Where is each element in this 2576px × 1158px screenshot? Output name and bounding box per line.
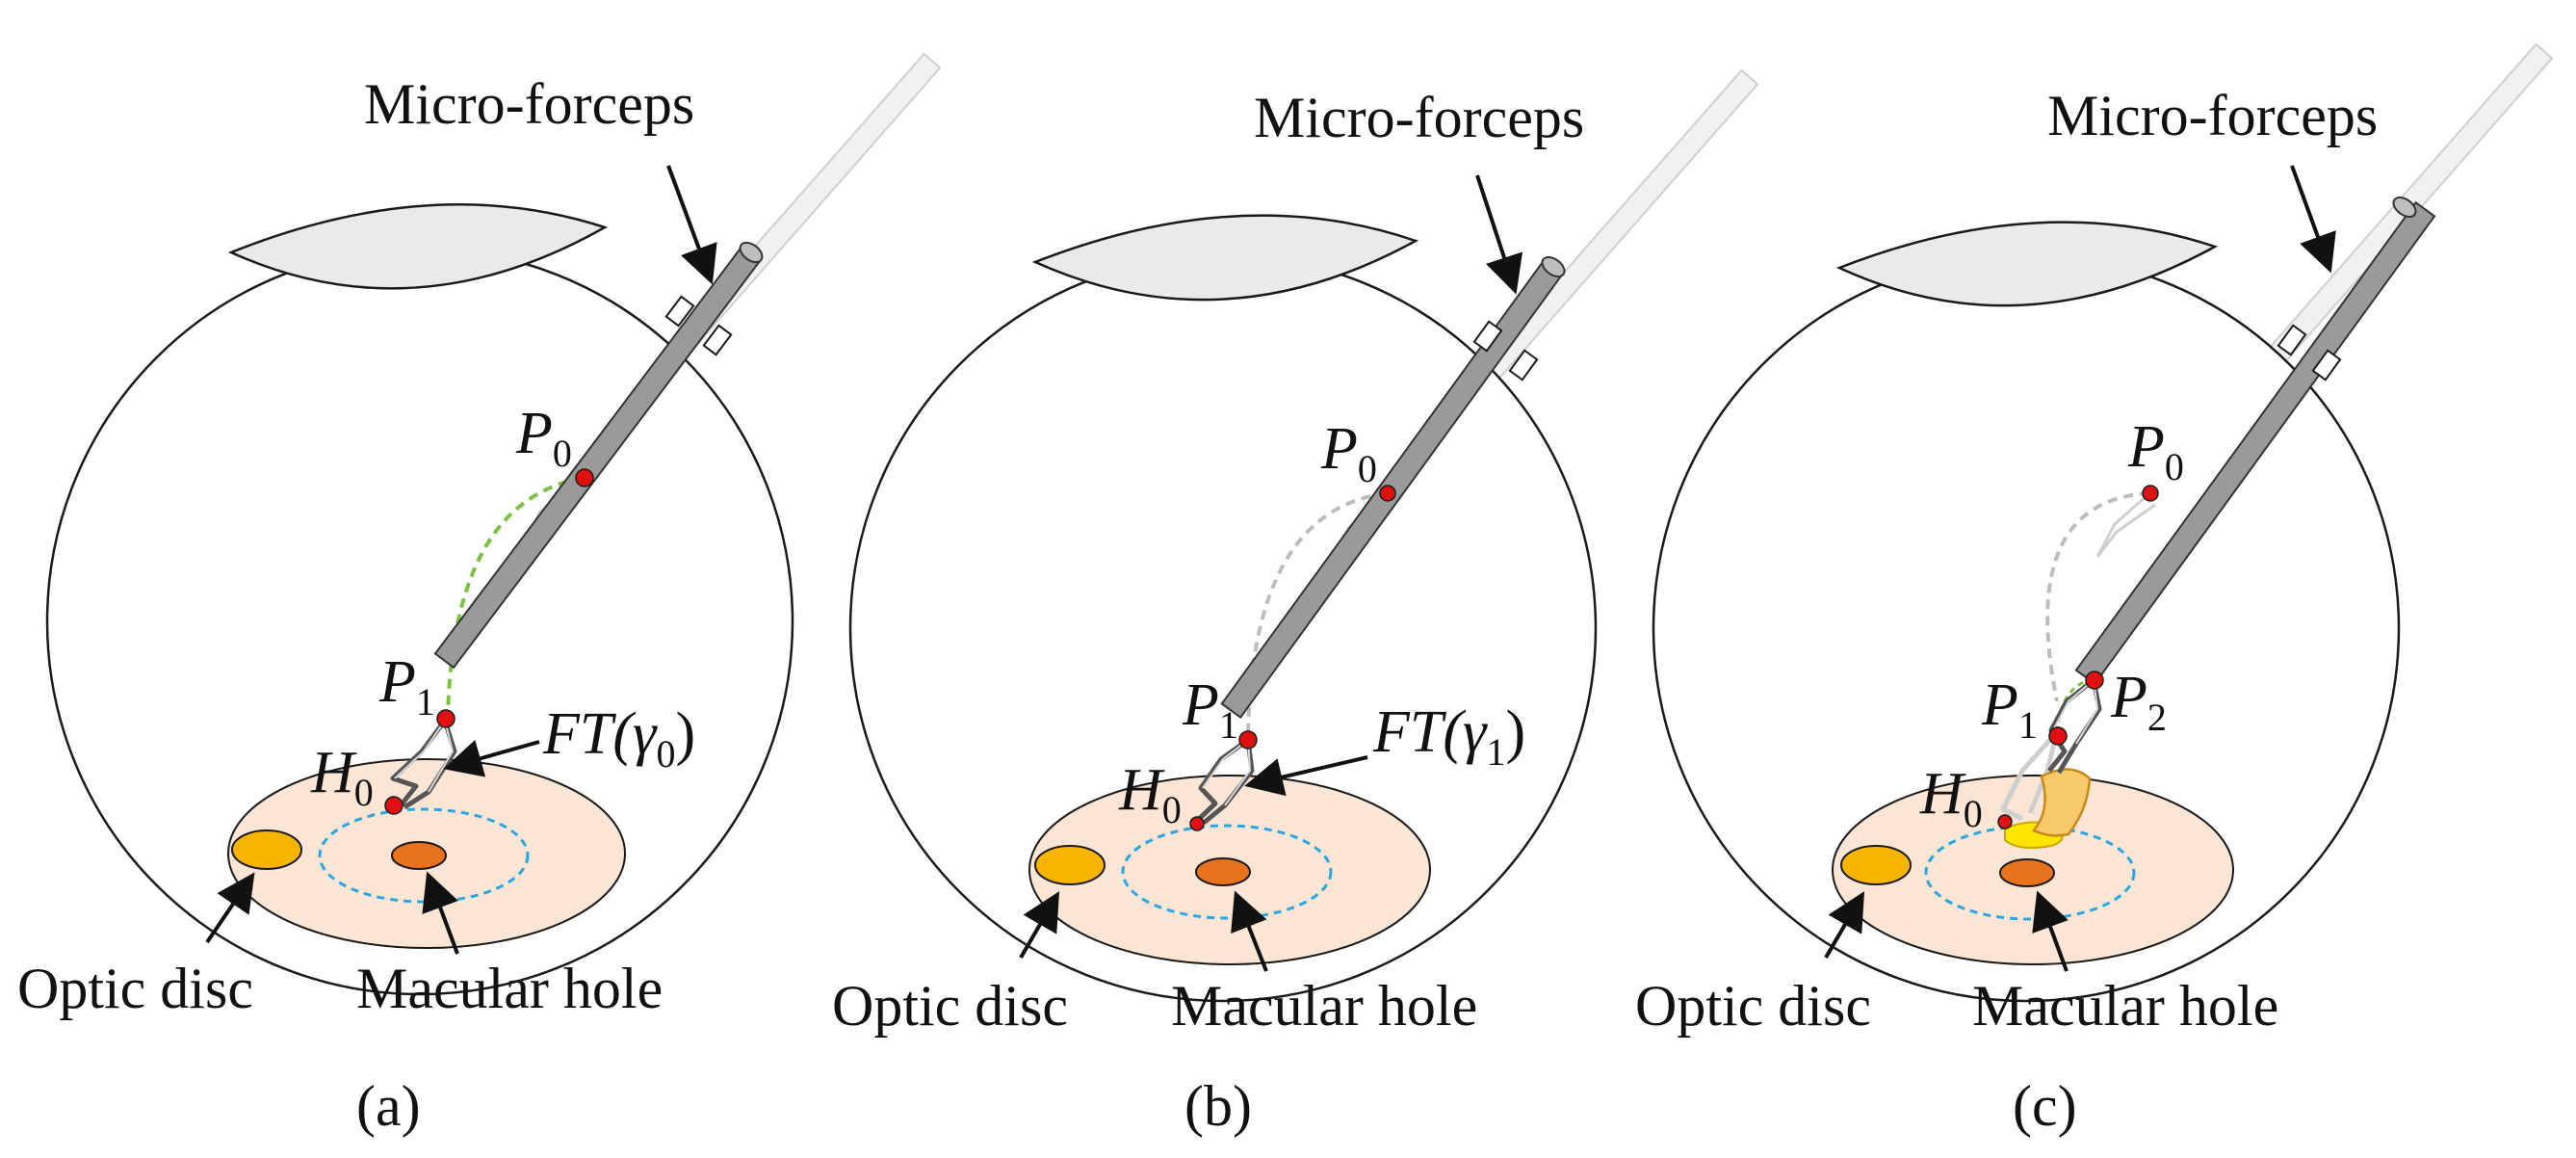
ghost-forceps-tip — [2095, 493, 2156, 558]
label-ft: FT(γ1) — [1372, 699, 1525, 774]
arrow-ft — [443, 740, 540, 777]
arrow-macular-hole — [422, 871, 459, 955]
point-h0 — [1997, 814, 2013, 829]
arrow-micro-forceps — [1475, 174, 1523, 295]
arrow-micro-forceps — [666, 165, 717, 285]
point-h0 — [1189, 816, 1205, 831]
label-h0: H0 — [1118, 757, 1182, 831]
label-p0: P0 — [1320, 416, 1377, 490]
membrane-flap — [2032, 768, 2092, 837]
label-p1: P1 — [1182, 672, 1238, 747]
caption: (b) — [1184, 1074, 1252, 1138]
point-p0 — [1379, 485, 1396, 502]
label-optic-disc: Optic disc — [17, 957, 253, 1020]
optic-disc — [231, 829, 302, 870]
optic-disc — [1840, 845, 1912, 885]
macular-hole — [1195, 857, 1251, 886]
arrow-macular-hole — [2032, 890, 2069, 972]
label-macular-hole: Macular hole — [1171, 974, 1477, 1038]
trocar-upper — [664, 295, 695, 328]
point-p1 — [1238, 730, 1258, 750]
label-optic-disc: Optic disc — [832, 974, 1068, 1038]
trocar-upper — [2277, 324, 2307, 356]
arrow-optic-disc — [1019, 891, 1060, 960]
arrow-optic-disc — [205, 872, 255, 944]
point-p1 — [2048, 726, 2068, 746]
label-p0: P0 — [2127, 414, 2184, 488]
forceps-shaft-end — [2392, 196, 2417, 219]
label-p1: P1 — [1981, 672, 2038, 747]
label-optic-disc: Optic disc — [1635, 974, 1871, 1038]
label-p0: P0 — [515, 401, 572, 475]
label-ft: FT(γ0) — [542, 701, 695, 776]
forceps-shaft-end — [739, 241, 764, 264]
cornea — [1835, 221, 2219, 307]
macular-hole — [391, 841, 447, 870]
point-p0 — [2142, 485, 2159, 502]
arrow-micro-forceps — [2290, 165, 2336, 274]
cornea — [1031, 214, 1419, 302]
forceps-shaft-end — [1541, 255, 1566, 278]
trocar-lower — [1508, 349, 1539, 382]
panel-c: Micro-forceps Optic disc Macular hole (c… — [1635, 42, 2554, 1138]
point-p1 — [436, 709, 455, 728]
trocar-upper — [1472, 320, 1503, 353]
ghost-forceps-jaws — [2000, 730, 2060, 822]
label-macular-hole: Macular hole — [1972, 974, 2278, 1038]
trajectory-p1-p2 — [2055, 678, 2091, 733]
panel-a: Micro-forceps Optic disc Macular hole (a… — [17, 52, 942, 1138]
label-p2: P2 — [2110, 665, 2167, 739]
forceps-shaft — [2074, 200, 2436, 686]
arrow-macular-hole — [1231, 890, 1268, 972]
point-p2 — [2085, 671, 2104, 690]
trocar-lower — [2311, 349, 2342, 382]
label-micro-forceps: Micro-forceps — [1254, 86, 1584, 149]
label-micro-forceps: Micro-forceps — [364, 72, 694, 136]
trocar-lower — [702, 324, 733, 356]
optic-disc — [1034, 845, 1106, 885]
label-h0: H0 — [310, 740, 374, 814]
label-macular-hole: Macular hole — [356, 957, 663, 1020]
label-micro-forceps: Micro-forceps — [2047, 84, 2378, 147]
panel-b: Micro-forceps Optic disc Macular hole (b… — [832, 68, 1759, 1138]
point-h0 — [384, 796, 403, 815]
label-p1: P1 — [378, 649, 435, 724]
macular-hole — [1999, 858, 2055, 887]
label-h0: H0 — [1919, 761, 1983, 835]
caption: (c) — [2013, 1074, 2077, 1138]
forceps-jaws-inner — [2052, 679, 2099, 745]
arrow-ft — [1244, 755, 1368, 797]
macula-ring — [1121, 824, 1333, 920]
cornea — [227, 203, 609, 290]
arrow-optic-disc — [1824, 891, 1865, 960]
point-p0 — [575, 468, 594, 487]
caption: (a) — [356, 1074, 421, 1138]
trajectory-p0-p1-past — [2045, 491, 2150, 702]
